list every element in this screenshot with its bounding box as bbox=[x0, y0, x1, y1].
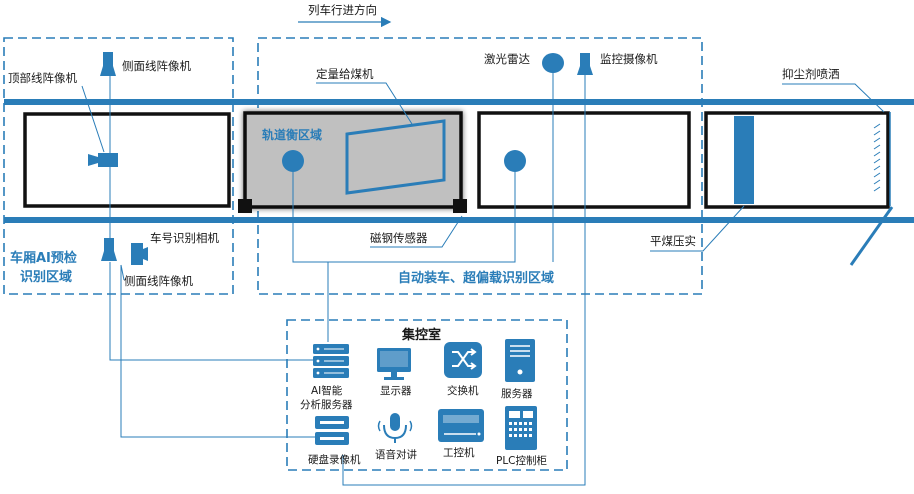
control-room-border bbox=[286, 319, 568, 471]
scale-support-right bbox=[453, 199, 467, 213]
flattening-press bbox=[734, 116, 754, 204]
scale-support-left bbox=[238, 199, 252, 213]
intercom-label: 语音对讲 bbox=[375, 448, 417, 461]
ai-server-label-line1: AI智能 bbox=[311, 384, 343, 397]
nvr-icon bbox=[315, 416, 349, 445]
magnetic-sensor-leader bbox=[370, 215, 463, 248]
dust-spray-arm bbox=[849, 206, 894, 266]
ai-zone-label-line1: 车厢AI预检 bbox=[10, 250, 77, 266]
display-label: 显示器 bbox=[380, 385, 412, 397]
feeder-leader bbox=[316, 82, 413, 125]
display-icon bbox=[377, 348, 411, 380]
cable-car-number-cam bbox=[120, 265, 315, 438]
dust-leader bbox=[782, 83, 885, 113]
top-cam-label: 顶部线阵像机 bbox=[8, 71, 77, 85]
switch-icon bbox=[444, 342, 482, 378]
car-number-camera bbox=[131, 243, 148, 265]
car-number-cam-label: 车号识别相机 bbox=[150, 231, 219, 245]
ipc-icon bbox=[438, 409, 484, 442]
flatten-label: 平煤压实 bbox=[650, 234, 696, 248]
cable-sensors bbox=[292, 172, 516, 263]
monitor-cam-label: 监控摄像机 bbox=[600, 52, 658, 66]
server-icon bbox=[505, 339, 535, 382]
plc-cabinet-icon bbox=[505, 406, 537, 450]
side-line-camera-bottom bbox=[101, 238, 117, 261]
ipc-label: 工控机 bbox=[443, 446, 475, 459]
lidar-device bbox=[542, 53, 564, 73]
flatten-leader bbox=[650, 205, 745, 252]
dust-label: 抑尘剂喷洒 bbox=[782, 67, 840, 81]
lidar-label: 激光雷达 bbox=[484, 52, 530, 66]
coal-feeder-chute bbox=[345, 119, 446, 195]
side-cam-bottom-label: 侧面线阵像机 bbox=[124, 274, 193, 288]
plc-label: PLC控制柜 bbox=[496, 454, 547, 467]
magnetic-sensor-label: 磁钢传感器 bbox=[370, 231, 428, 245]
direction-indicator: 列车行进方向 bbox=[298, 3, 392, 28]
feeder-label: 定量给煤机 bbox=[316, 67, 374, 81]
ai-server-icon bbox=[313, 344, 349, 378]
top-cam-leader bbox=[81, 85, 105, 153]
ai-zone-label-line2: 识别区域 bbox=[20, 269, 72, 285]
switch-label: 交换机 bbox=[447, 384, 479, 397]
ai-precheck-zone-border bbox=[3, 37, 234, 295]
scale-zone-label: 轨道衡区域 bbox=[262, 127, 322, 142]
cable-side-cam-bottom bbox=[109, 262, 315, 361]
ai-server-label-line2: 分析服务器 bbox=[300, 398, 353, 411]
direction-label: 列车行进方向 bbox=[308, 3, 377, 17]
top-rail bbox=[4, 99, 914, 105]
cable-monitor-cam bbox=[342, 75, 586, 486]
magnetic-sensor-2 bbox=[504, 150, 526, 172]
top-line-camera bbox=[88, 153, 118, 167]
dust-spray-lines bbox=[873, 123, 881, 192]
server-label: 服务器 bbox=[501, 387, 533, 400]
wagon-1 bbox=[23, 112, 231, 208]
network-cables bbox=[109, 73, 586, 486]
side-cam-top-label: 侧面线阵像机 bbox=[122, 59, 191, 73]
side-line-camera-top bbox=[100, 52, 116, 76]
monitor-camera bbox=[577, 53, 593, 75]
auto-zone-label: 自动装车、超偏载识别区域 bbox=[398, 270, 554, 286]
intercom-icon bbox=[377, 413, 413, 443]
control-room-label: 集控室 bbox=[401, 327, 441, 343]
magnetic-sensor-1 bbox=[282, 150, 304, 172]
wagon-4 bbox=[704, 111, 890, 209]
nvr-label: 硬盘录像机 bbox=[308, 453, 361, 466]
